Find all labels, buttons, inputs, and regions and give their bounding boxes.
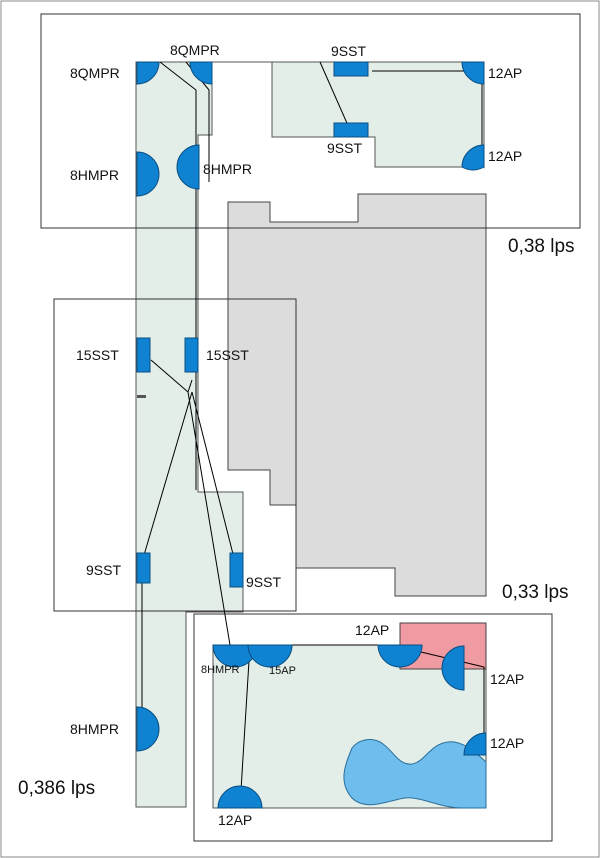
head-label: 9SST	[327, 140, 362, 156]
half-head-icon	[247, 644, 293, 668]
half-head-icon	[463, 732, 487, 756]
pipe	[191, 391, 236, 563]
pipe	[187, 379, 193, 393]
head-label: 8QMPR	[170, 42, 220, 58]
valve-marker	[137, 395, 146, 398]
half-head-icon	[461, 144, 485, 171]
half-head-icon	[217, 785, 263, 809]
head-label: 9SST	[331, 43, 366, 59]
half-head-icon	[136, 706, 160, 752]
strip-head-icon	[333, 61, 369, 77]
building-footprint	[227, 193, 487, 597]
pipe	[150, 359, 189, 393]
pipe	[187, 391, 231, 646]
pipe	[319, 61, 351, 131]
zone-flow-labels: 0,38 lps 0,33 lps 0,386 lps	[18, 236, 575, 799]
strip-head-icon	[184, 337, 199, 373]
head-label: 8HMPR	[70, 167, 119, 183]
head-label: 12AP	[488, 65, 522, 81]
head-label: 12AP	[490, 735, 524, 751]
zone-top-flow: 0,38 lps	[508, 236, 575, 257]
zone-left-flow: 0,386 lps	[18, 778, 95, 799]
half-head-icon	[176, 144, 200, 190]
head-label: 8HMPR	[203, 161, 252, 177]
strip-head-icon	[136, 337, 151, 373]
head-label: 15SST	[206, 347, 249, 363]
half-head-icon	[441, 645, 465, 691]
half-head-icon	[136, 151, 160, 197]
head-label: 8QMPR	[70, 65, 120, 81]
quarter-head-icon	[189, 61, 213, 85]
sprinkler-heads	[136, 61, 487, 809]
zone-left-box	[53, 298, 297, 612]
head-label: 9SST	[86, 562, 121, 578]
top-right-lawn	[271, 61, 485, 168]
head-label: 8HMPR	[201, 664, 240, 676]
head-labels: 8QMPR 8QMPR 8HMPR 8HMPR 9SST 9SST 12AP 1…	[70, 42, 524, 828]
strip-head-icon	[333, 122, 369, 138]
quarter-head-icon	[461, 61, 485, 85]
half-head-icon	[377, 644, 423, 668]
head-label: 12AP	[355, 622, 389, 638]
head-label: 9SST	[246, 574, 281, 590]
zone-boundaries	[40, 13, 581, 842]
head-label: 12AP	[490, 671, 524, 687]
pipe	[141, 391, 193, 563]
pipe	[159, 61, 197, 91]
lawn-areas	[135, 61, 487, 809]
head-label: 15SST	[76, 347, 119, 363]
quarter-head-icon	[136, 61, 160, 85]
zone-right-box	[193, 613, 553, 842]
left-lawn-strip	[135, 61, 244, 808]
strip-head-icon	[229, 552, 244, 588]
zone-top-box	[40, 13, 581, 229]
head-label: 15AP	[269, 665, 296, 677]
head-label: 8HMPR	[70, 721, 119, 737]
head-label: 12AP	[218, 812, 252, 828]
zone-right-flow: 0,33 lps	[502, 582, 569, 603]
pipe	[239, 644, 251, 807]
strip-head-icon	[136, 552, 151, 584]
head-label: 12AP	[488, 148, 522, 164]
